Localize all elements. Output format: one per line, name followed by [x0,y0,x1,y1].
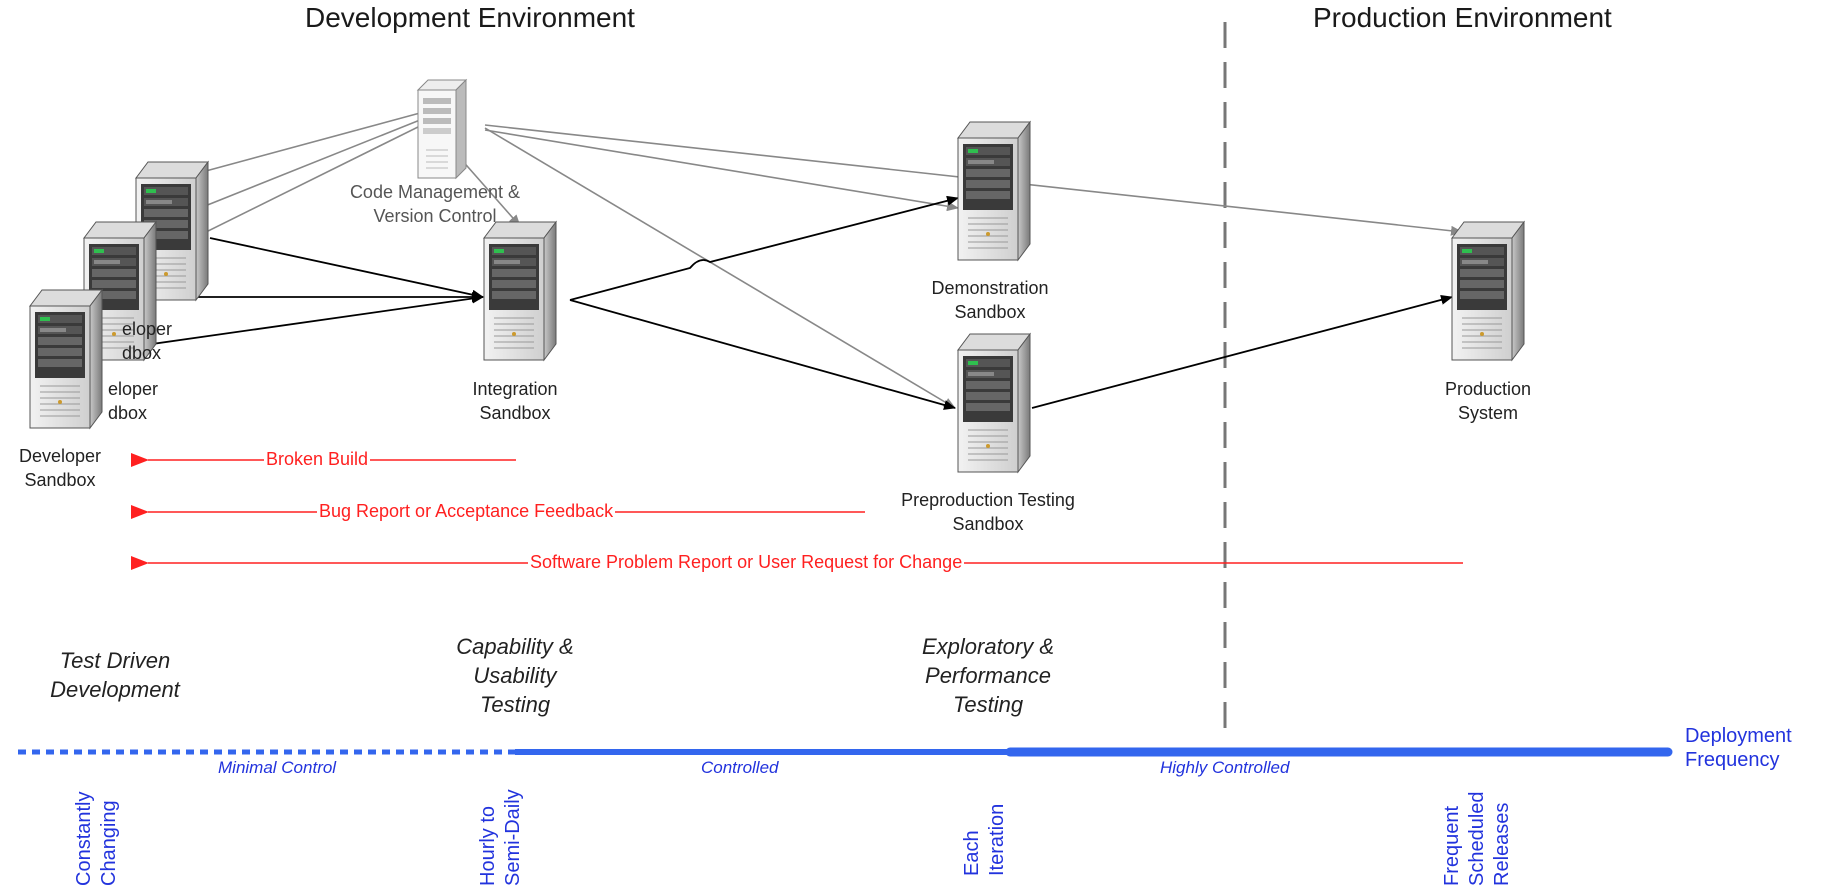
broken-build-label: Broken Build [264,449,371,470]
frequency-hourly: Hourly to Semi-Daily [477,789,524,886]
production-environment-header: Production Environment [1313,2,1612,33]
control-level-minimal: Minimal Control [218,758,337,777]
frequency-each-iteration: Each Iteration [961,803,1008,876]
developer-sandbox-middle-label: eloper dbox [108,379,159,423]
vcs-arrows [84,112,1463,409]
deployment-frequency-label: Deployment Frequency [1685,725,1792,771]
bug-report-label: Bug Report or Acceptance Feedback [317,501,616,522]
control-level-controlled: Controlled [701,758,779,777]
developer-sandbox-back-label: eloper dbox [122,319,173,363]
file-server-icon [417,79,467,179]
integration-sandbox-label: Integration Sandbox [472,379,558,423]
exploratory-phase-label: Exploratory & Performance Testing [921,634,1055,717]
capability-phase-label: Capability & Usability Testing [456,634,574,717]
control-level-highly-controlled: Highly Controlled [1160,758,1290,777]
development-environment-header: Development Environment [305,2,635,33]
demonstration-sandbox-label: Demonstration Sandbox [931,278,1049,322]
frequency-frequent-releases: Frequent Scheduled Releases [1441,791,1513,886]
production-system-label: Production System [1444,379,1532,423]
developer-sandbox-label: Developer Sandbox [18,446,102,490]
frequency-constantly-changing: Constantly Changing [73,791,120,887]
server-tower-icon [957,121,1031,261]
code-management-label: Code Management & Version Control [349,182,521,226]
server-tower-icon [29,289,103,429]
server-tower-icon [483,221,557,361]
server-tower-icon [1451,221,1525,361]
tdd-phase-label: Test Driven Development [50,648,180,702]
preproduction-sandbox-label: Preproduction Testing Sandbox [901,490,1075,534]
flow-arrows [109,195,1453,410]
problem-report-label: Software Problem Report or User Request … [528,552,965,573]
server-tower-icon [957,333,1031,473]
